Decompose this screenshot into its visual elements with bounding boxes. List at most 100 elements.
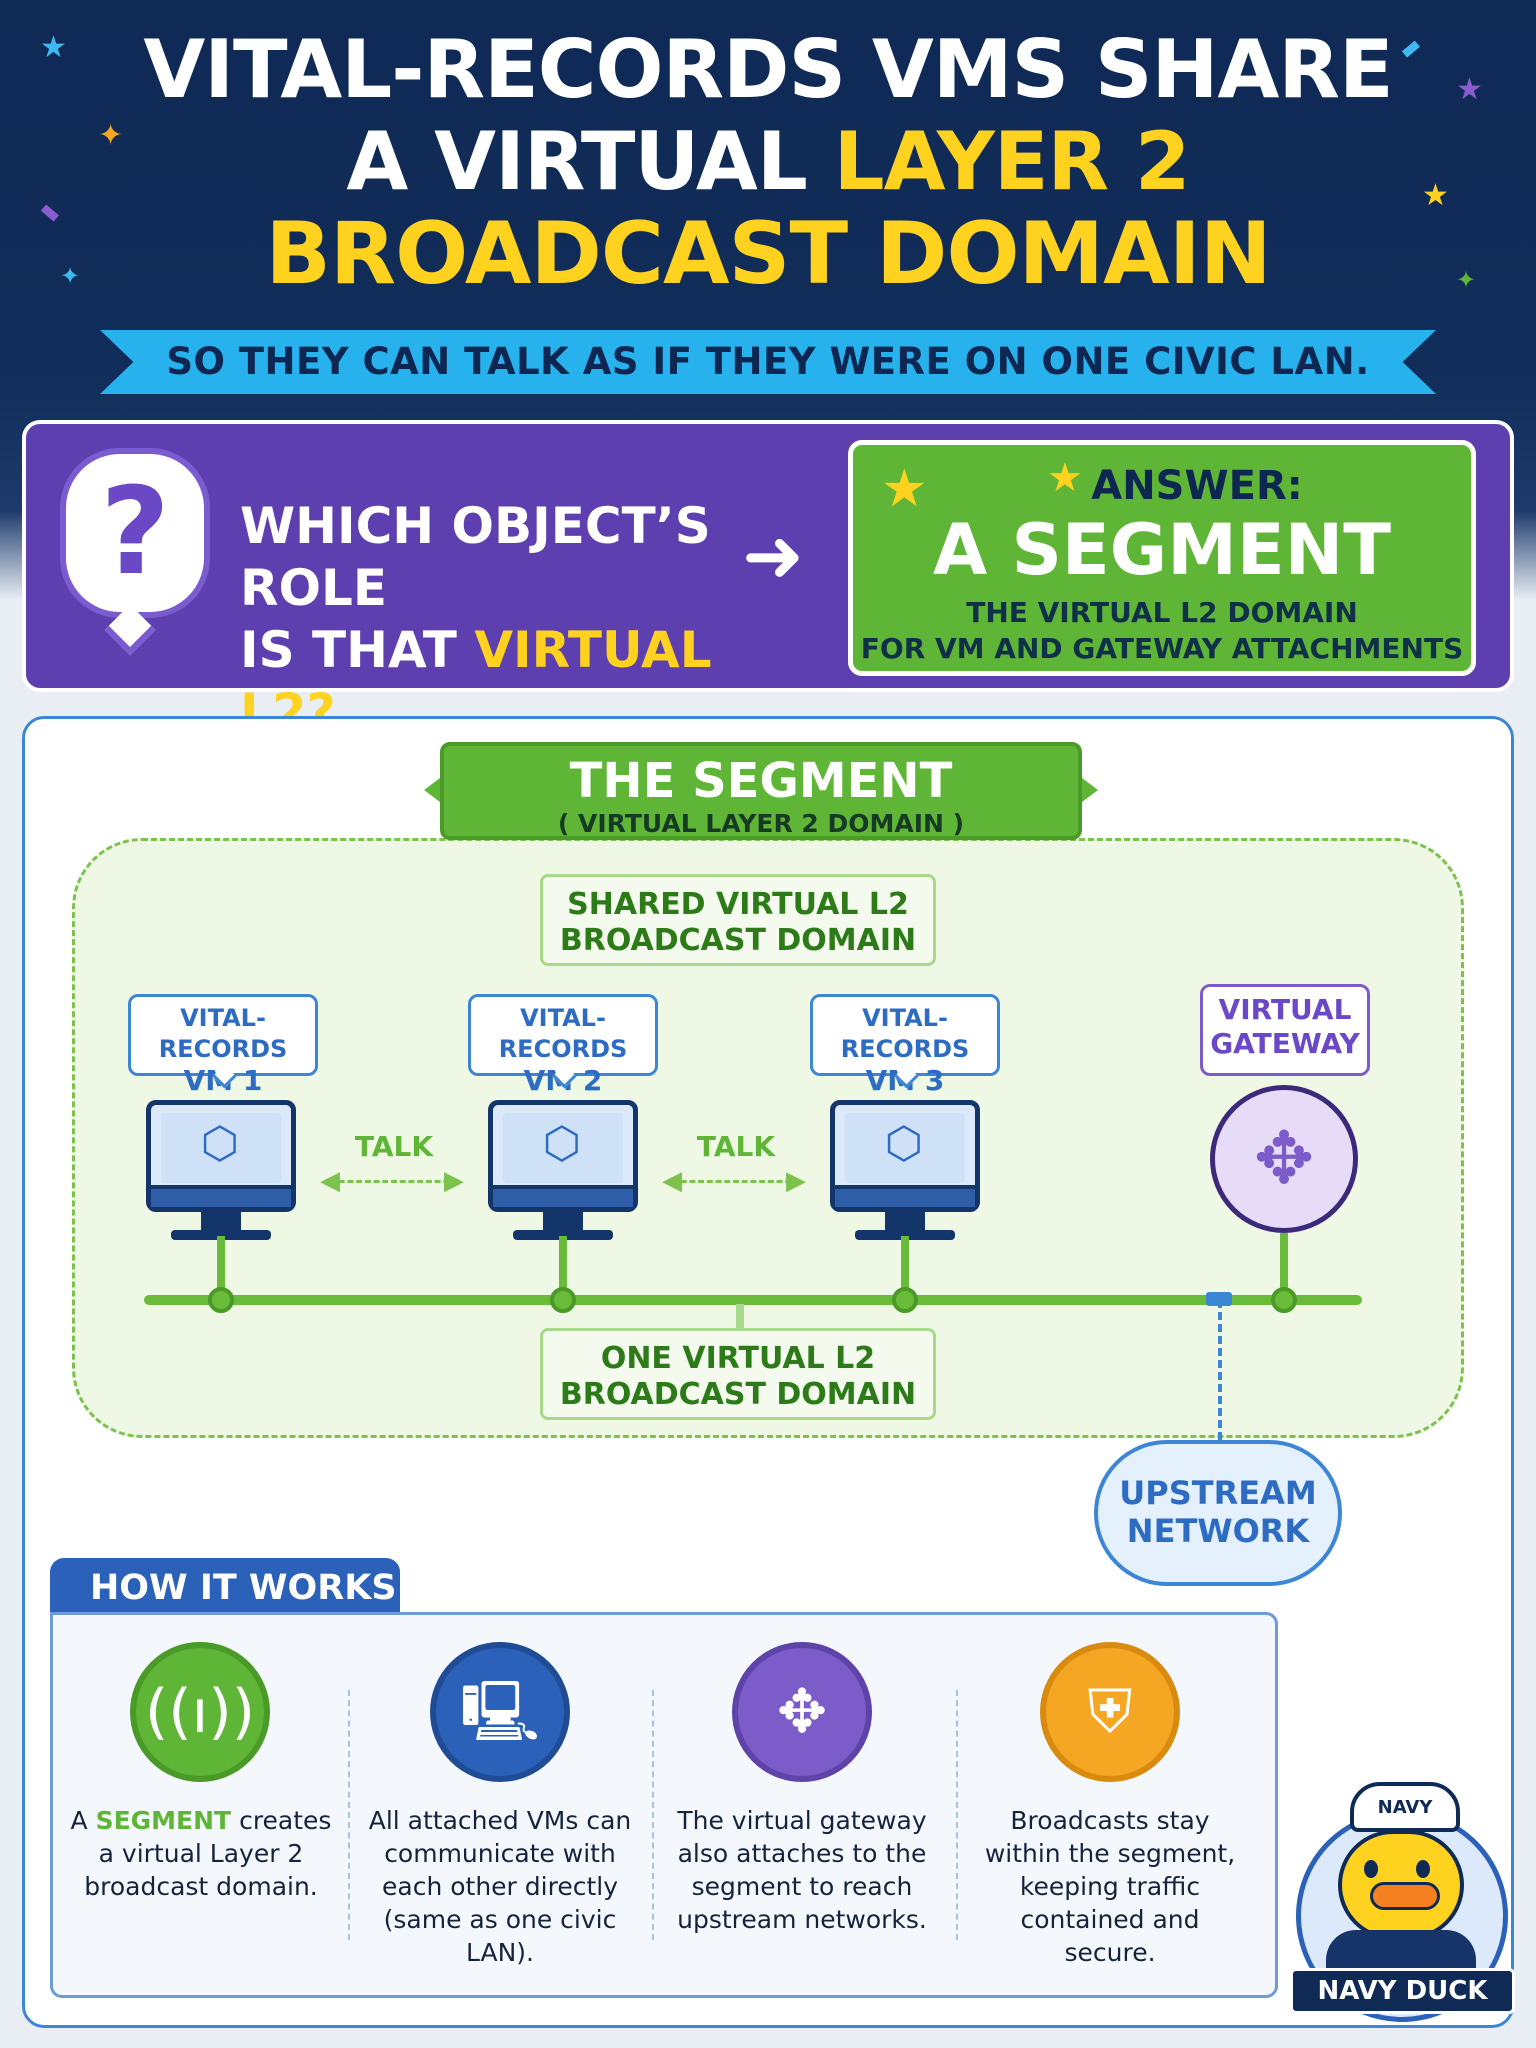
- router-arrows-icon: ✥: [732, 1642, 872, 1782]
- confetti-star-icon: ✦: [98, 118, 124, 153]
- monitor-screen: [161, 1113, 281, 1183]
- monitor-base: [171, 1230, 271, 1240]
- upstream-port: [1206, 1292, 1232, 1306]
- answer-label: ANSWER:: [1091, 463, 1303, 509]
- arrow-right-icon: ➜: [742, 513, 805, 599]
- answer-subtext: THE VIRTUAL L2 DOMAIN FOR VM AND GATEWAY…: [853, 595, 1471, 667]
- monitor-base: [513, 1230, 613, 1240]
- segment-title-flag-left: [424, 778, 440, 802]
- how-separator: [956, 1690, 958, 1940]
- gateway-router-icon[interactable]: ✥: [1210, 1085, 1358, 1233]
- how-item-1-text-a: A: [70, 1806, 96, 1835]
- duck-beak: [1370, 1882, 1440, 1910]
- bus-domain-line-2: BROADCAST DOMAIN: [559, 1377, 917, 1412]
- monitor-stand: [543, 1212, 583, 1230]
- segment-title-flag-right: [1082, 778, 1098, 802]
- how-item-2-text: All attached VMs can communicate with ea…: [368, 1806, 632, 1967]
- monitor-frame: ⬡: [488, 1100, 638, 1212]
- star-icon: ★: [1047, 455, 1083, 501]
- gateway-label-line-2: GATEWAY: [1210, 1027, 1360, 1060]
- computers-icon: 🖳: [430, 1642, 570, 1782]
- shared-domain-line-2: BROADCAST DOMAIN: [559, 923, 917, 958]
- bus-node: [1271, 1287, 1297, 1313]
- answer-sub-line-1: THE VIRTUAL L2 DOMAIN: [966, 596, 1358, 629]
- question-mark-icon: ?: [100, 463, 170, 602]
- monitor-screen: [503, 1113, 623, 1183]
- title-line-2-highlight: LAYER 2: [833, 115, 1191, 208]
- how-item-3-text: The virtual gateway also attaches to the…: [677, 1806, 927, 1934]
- bus-node: [550, 1287, 576, 1313]
- arrow-left-icon: ◀: [320, 1166, 340, 1196]
- how-it-works-title: HOW IT WORKS: [50, 1558, 400, 1618]
- talk-arrow-2: [672, 1180, 800, 1183]
- monitor-bezel: [493, 1185, 633, 1207]
- duck-eye: [1364, 1860, 1378, 1878]
- bus-node: [892, 1287, 918, 1313]
- question-bubble: [60, 448, 210, 618]
- question-line-2: IS THAT VIRTUAL L2?: [240, 619, 760, 743]
- vm2-label-line-1: VITAL-RECORDS: [498, 1004, 628, 1063]
- vm3-link: [901, 1236, 909, 1300]
- how-item-1-text-c: creates a virtual Layer 2 broadcast doma…: [84, 1806, 332, 1901]
- antenna-icon: ((ı)): [130, 1642, 270, 1782]
- question-line-1: WHICH OBJECT’S ROLE: [240, 497, 711, 617]
- vm-cube-icon: ⬡: [884, 1118, 924, 1169]
- talk-label-2: TALK: [696, 1130, 776, 1163]
- confetti-star-icon: ✦: [1456, 266, 1477, 294]
- sailor-hat: NAVY: [1350, 1782, 1460, 1832]
- title-line-1: VITAL-RECORDS VMS SHARE: [143, 23, 1393, 116]
- upstream-link: [1218, 1300, 1222, 1440]
- confetti-star-icon: ✦: [60, 262, 81, 290]
- bus-domain-line-1: ONE VIRTUAL L2: [600, 1341, 876, 1376]
- shield-check-icon: ⛨: [1040, 1642, 1180, 1782]
- vm3-monitor[interactable]: ⬡: [830, 1100, 980, 1240]
- title-line-2: A VIRTUAL LAYER 2: [0, 116, 1536, 208]
- bus-node: [208, 1287, 234, 1313]
- monitor-bezel: [835, 1185, 975, 1207]
- segment-title: THE SEGMENT: [569, 753, 953, 809]
- segment-subtitle: ( VIRTUAL LAYER 2 DOMAIN ): [557, 809, 965, 838]
- vm3-label: VITAL-RECORDS VM 3: [810, 994, 1000, 1096]
- how-separator: [348, 1690, 350, 1940]
- star-icon: ★: [881, 459, 928, 519]
- monitor-frame: ⬡: [830, 1100, 980, 1212]
- answer-sub-line-2: FOR VM AND GATEWAY ATTACHMENTS: [860, 632, 1464, 665]
- question-text: WHICH OBJECT’S ROLE IS THAT VIRTUAL L2?: [240, 495, 760, 743]
- vm1-label-line-1: VITAL-RECORDS: [158, 1004, 288, 1063]
- upstream-network-cloud[interactable]: UPSTREAM NETWORK: [1094, 1440, 1342, 1586]
- answer-box: ★ ★ ANSWER: A SEGMENT THE VIRTUAL L2 DOM…: [848, 440, 1476, 676]
- vm-cube-icon: ⬡: [542, 1118, 582, 1169]
- answer-value: A SEGMENT: [932, 509, 1392, 591]
- talk-label-1: TALK: [354, 1130, 434, 1163]
- bus-label-connector: [736, 1304, 744, 1328]
- gateway-label-line-1: VIRTUAL: [1218, 993, 1352, 1026]
- gateway-link: [1280, 1233, 1288, 1300]
- confetti-star-icon: ★: [1422, 178, 1449, 213]
- monitor-stand: [885, 1212, 925, 1230]
- confetti-star-icon: ★: [40, 30, 67, 65]
- title-line-2-white: A VIRTUAL: [346, 115, 834, 208]
- monitor-screen: [845, 1113, 965, 1183]
- monitor-stand: [201, 1212, 241, 1230]
- gateway-label: VIRTUAL GATEWAY: [1200, 984, 1370, 1076]
- vm2-label: VITAL-RECORDS VM 2: [468, 994, 658, 1096]
- how-item-1-highlight: SEGMENT: [95, 1806, 232, 1835]
- monitor-bezel: [151, 1185, 291, 1207]
- vm1-monitor[interactable]: ⬡: [146, 1100, 296, 1240]
- vm-cube-icon: ⬡: [200, 1118, 240, 1169]
- vm3-label-line-1: VITAL-RECORDS: [840, 1004, 970, 1063]
- navy-duck-badge: NAVY DUCK: [1290, 1968, 1515, 2014]
- subtitle-text: SO THEY CAN TALK AS IF THEY WERE ON ONE …: [166, 340, 1370, 383]
- upstream-line-2: NETWORK: [1126, 1512, 1310, 1550]
- talk-arrow-1: [330, 1180, 458, 1183]
- segment-title-box: THE SEGMENT ( VIRTUAL LAYER 2 DOMAIN ): [440, 742, 1082, 840]
- subtitle-banner: SO THEY CAN TALK AS IF THEY WERE ON ONE …: [100, 330, 1436, 394]
- arrow-left-icon: ◀: [662, 1166, 682, 1196]
- shared-domain-label: SHARED VIRTUAL L2 BROADCAST DOMAIN: [540, 874, 936, 966]
- vm1-label: VITAL-RECORDS VM 1: [128, 994, 318, 1096]
- how-separator: [652, 1690, 654, 1940]
- vm1-link: [217, 1236, 225, 1300]
- how-item-4-text: Broadcasts stay within the segment, keep…: [984, 1806, 1236, 1967]
- confetti-star-icon: ★: [1456, 72, 1483, 107]
- vm2-monitor[interactable]: ⬡: [488, 1100, 638, 1240]
